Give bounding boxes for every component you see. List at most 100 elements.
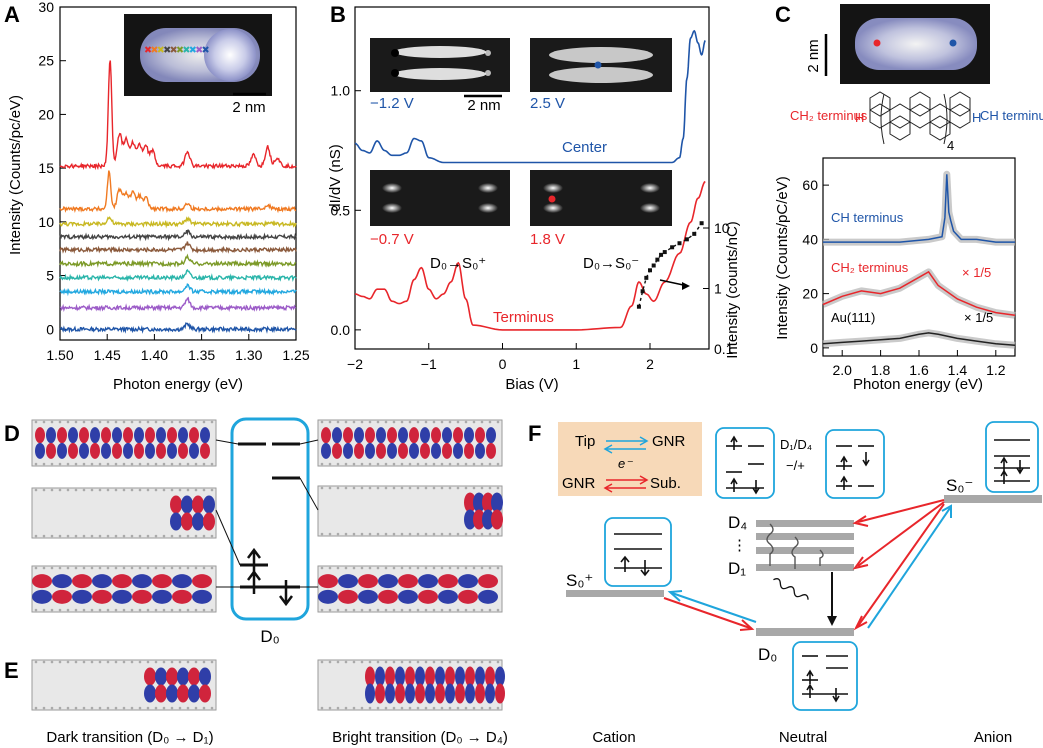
- atom: [42, 566, 46, 570]
- atom: [58, 534, 62, 538]
- panel-c-y-axis-label: Intensity (Counts/pC/eV): [774, 176, 791, 339]
- atom: [344, 532, 348, 536]
- atom: [90, 706, 94, 710]
- atom: [440, 566, 444, 570]
- atom: [432, 660, 436, 664]
- atom: [456, 486, 460, 490]
- carbon-lattice: [31, 659, 217, 711]
- orbital-lobe: [123, 427, 133, 444]
- atom: [488, 608, 492, 612]
- atom: [424, 660, 428, 664]
- x-tick-label: 2: [646, 356, 654, 372]
- atom: [154, 706, 158, 710]
- atom: [344, 660, 348, 664]
- atom: [178, 462, 182, 466]
- atom: [58, 706, 62, 710]
- atom: [408, 660, 412, 664]
- atom: [154, 462, 158, 466]
- y-tick-label: 20: [38, 106, 54, 122]
- atom: [416, 706, 420, 710]
- orbital-lobe: [134, 442, 144, 459]
- atom: [178, 706, 182, 710]
- atom: [66, 462, 70, 466]
- panel-f-transition-arrows: [663, 499, 952, 631]
- panel-f-label-d0: D₀: [758, 645, 777, 664]
- atom: [98, 566, 102, 570]
- atom: [154, 488, 158, 492]
- y-tick-label: 10: [38, 214, 54, 230]
- orbital-lobe: [177, 684, 189, 703]
- orbital-lobe: [464, 427, 474, 444]
- atom: [328, 566, 332, 570]
- atom: [384, 486, 388, 490]
- orbital-lobe: [144, 667, 156, 686]
- atom: [344, 608, 348, 612]
- panel-f-d1d4-left-box: [715, 427, 775, 499]
- atom: [496, 420, 500, 424]
- atom: [368, 566, 372, 570]
- atom: [34, 608, 38, 612]
- atom: [138, 706, 142, 710]
- orbital-lobe: [178, 427, 188, 444]
- atom: [488, 462, 492, 466]
- atom: [456, 608, 460, 612]
- atom: [146, 462, 150, 466]
- x-tick-label: 1.25: [282, 347, 309, 363]
- atom: [82, 462, 86, 466]
- panel-b-label-d0-s0minus: D₀→S₀⁻: [583, 255, 639, 272]
- atom: [376, 420, 380, 424]
- atom: [66, 420, 70, 424]
- orbital-lobe: [387, 427, 397, 444]
- atom: [440, 462, 444, 466]
- orbital-lobe: [172, 589, 192, 604]
- atom: [336, 566, 340, 570]
- photon-intensity-point: [636, 304, 641, 309]
- atom: [130, 608, 134, 612]
- atom: [178, 660, 182, 664]
- orbital-lobe: [318, 574, 338, 589]
- position-marker: [176, 46, 184, 53]
- panel-b-y-axis-label: dI/dV (nS): [327, 144, 344, 212]
- atom: [194, 706, 198, 710]
- position-marker: [151, 46, 158, 53]
- atom: [448, 462, 452, 466]
- atom: [456, 660, 460, 664]
- y-tick-label: 20: [802, 286, 818, 302]
- carbon-lattice: [317, 565, 503, 613]
- atom: [202, 608, 206, 612]
- orbital-lobe: [455, 683, 465, 704]
- photon-intensity-point: [662, 250, 667, 255]
- x-tick-label: 1.4: [948, 362, 968, 378]
- orbital-lobe: [431, 427, 441, 444]
- atom: [344, 462, 348, 466]
- orbital-lobe: [458, 589, 478, 604]
- panel-b-y-ticks: 0.00.51.0: [331, 83, 361, 338]
- atom: [194, 660, 198, 664]
- orbital-lobe: [425, 683, 435, 704]
- spectrum-line: [59, 253, 297, 268]
- panel-f-level-s0minus: [944, 495, 1042, 503]
- atom: [138, 534, 142, 538]
- atom: [178, 566, 182, 570]
- orbital-lobe: [68, 442, 78, 459]
- orbital-lobe: [435, 666, 445, 687]
- orbital-lobe: [385, 666, 395, 687]
- panel-f-level-s0plus: [566, 590, 664, 597]
- atom: [90, 462, 94, 466]
- panel-b-inset-label-neg12: −1.2 V: [370, 95, 414, 112]
- atom: [106, 706, 110, 710]
- atom: [162, 706, 166, 710]
- photon-intensity-point: [659, 252, 664, 257]
- atom: [106, 488, 110, 492]
- right-y-tick-label: 0.1: [714, 341, 734, 357]
- y-tick-label: 0: [46, 321, 54, 337]
- atom: [400, 608, 404, 612]
- atom: [74, 608, 78, 612]
- orbital-lobe: [32, 589, 52, 604]
- atom: [146, 534, 150, 538]
- atom: [464, 420, 468, 424]
- x-tick-label: 1.35: [188, 347, 215, 363]
- orbital-lobe: [192, 574, 212, 589]
